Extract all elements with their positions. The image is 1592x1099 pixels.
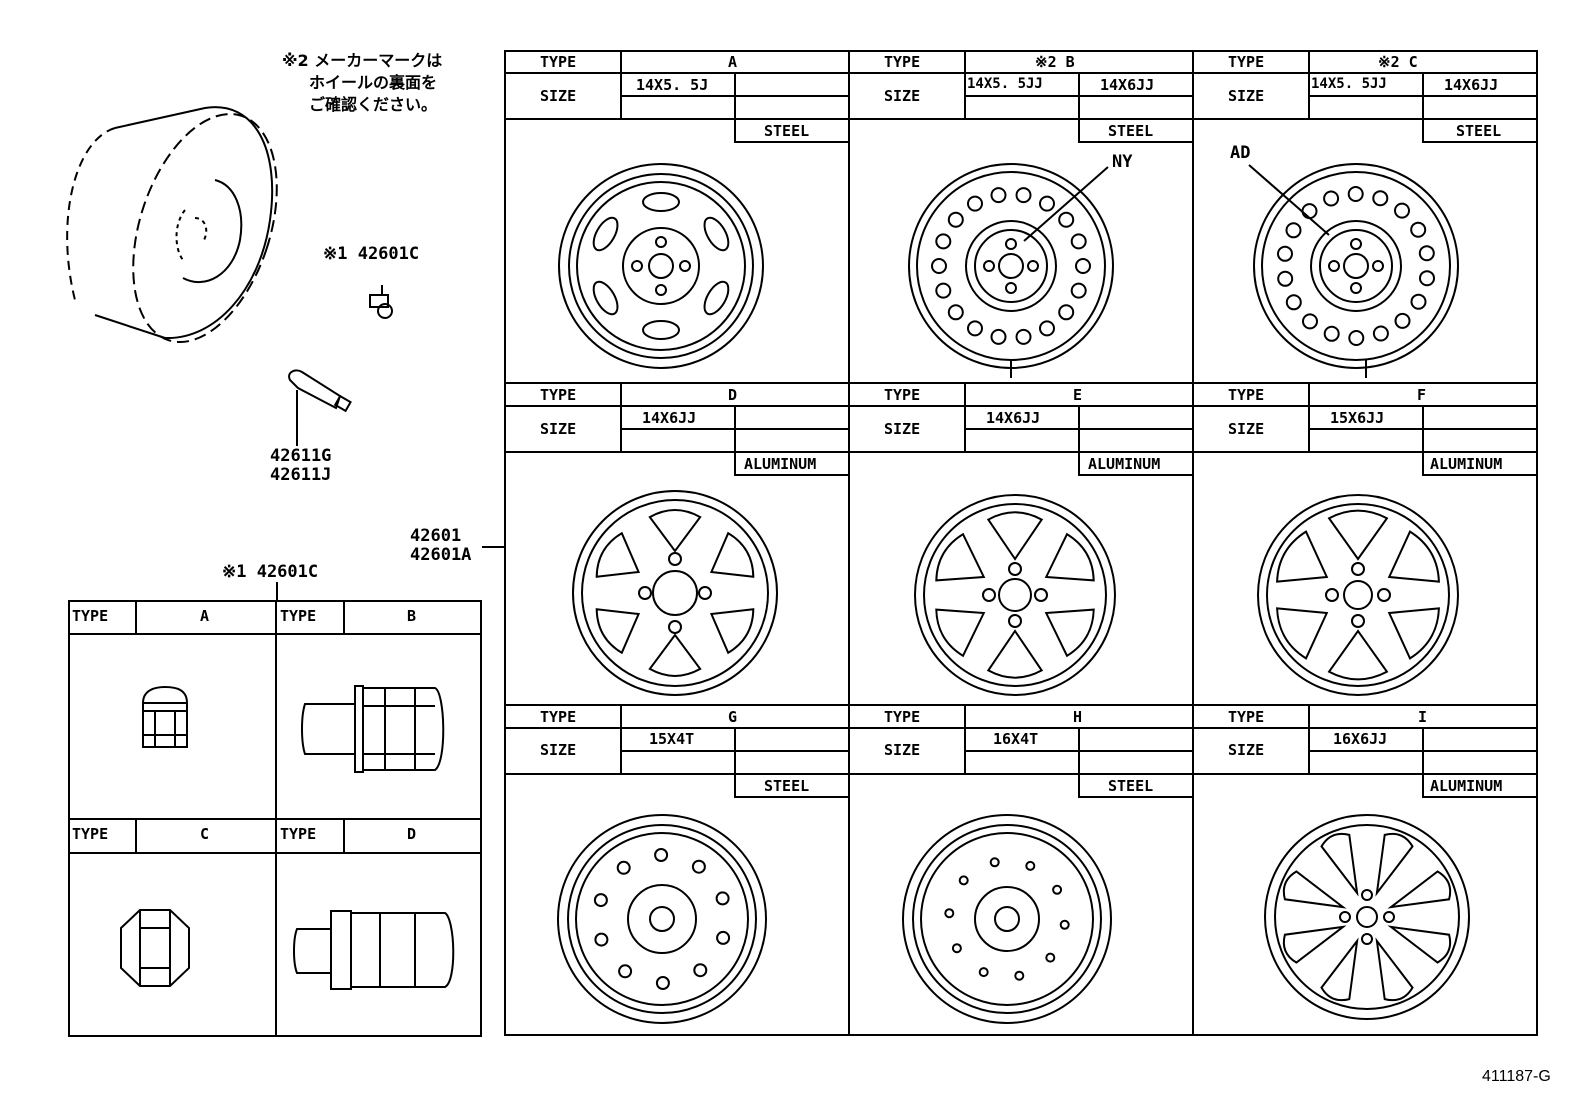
wheel-b-steel-drawing: [908, 163, 1114, 378]
note-line-2: ホイールの裏面を: [309, 73, 438, 92]
wheel-size-g-1: 15X4T: [649, 730, 695, 748]
lug-nut-c-icon: [120, 909, 190, 987]
wheel-type-g: G: [728, 708, 738, 726]
nut-table-leader: [276, 582, 278, 602]
wheel-c-steel-drawing: [1253, 163, 1459, 378]
wheel-g-steel-drawing: [557, 814, 767, 1024]
wheel-material-e: ALUMINUM: [1088, 455, 1161, 473]
lug-nut-b-icon: [301, 685, 445, 773]
wheel-material-i: ALUMINUM: [1430, 777, 1503, 795]
wheel-size-d-1: 14X6JJ: [642, 409, 697, 427]
valve-part-1: 42611G: [270, 446, 332, 466]
wheel-material-b: STEEL: [1108, 122, 1154, 140]
wheel-b-callout: NY: [1112, 152, 1133, 172]
type-label-h: TYPE: [884, 708, 921, 726]
wheel-type-f: F: [1417, 386, 1427, 404]
nut-b-type: B: [407, 607, 417, 625]
nut-part-callout: ※1 42601C: [323, 244, 420, 264]
wheel-material-a: STEEL: [764, 122, 810, 140]
wheel-size-c-1: 14X5. 5JJ: [1311, 76, 1387, 92]
size-label-c: SIZE: [1228, 87, 1265, 105]
wheel-h-steel-drawing: [902, 814, 1112, 1024]
wheel-size-b-1: 14X5. 5JJ: [967, 76, 1043, 92]
wheel-size-b-2: 14X6JJ: [1100, 76, 1155, 94]
wheel-type-d: D: [728, 386, 738, 404]
note-line-3: ご確認ください。: [309, 95, 438, 114]
nut-d-type-label: TYPE: [280, 825, 317, 843]
size-label-g: SIZE: [540, 741, 577, 759]
wheel-size-i-1: 16X6JJ: [1333, 730, 1388, 748]
wheel-size-h-1: 16X4T: [993, 730, 1039, 748]
lug-nut-a-icon: [142, 685, 188, 748]
valve-stem-icon: [288, 369, 352, 446]
wheel-type-a: A: [728, 53, 738, 71]
wheel-d-aluminum-drawing: [572, 490, 778, 696]
wheel-a-steel-drawing: [558, 163, 764, 369]
wheel-type-h: H: [1073, 708, 1083, 726]
wheel-material-g: STEEL: [764, 777, 810, 795]
valve-part-2: 42611J: [270, 465, 332, 485]
size-label-d: SIZE: [540, 420, 577, 438]
type-label-g: TYPE: [540, 708, 577, 726]
wheel-size-e-1: 14X6JJ: [986, 409, 1041, 427]
wheel-type-b: ※2 B: [1035, 53, 1075, 71]
nut-d-type: D: [407, 825, 417, 843]
size-label-h: SIZE: [884, 741, 921, 759]
type-label-d: TYPE: [540, 386, 577, 404]
lug-nut-small-icon: [369, 285, 393, 319]
wheel-material-h: STEEL: [1108, 777, 1154, 795]
wheel-c-callout: AD: [1230, 143, 1251, 163]
nut-c-type: C: [200, 825, 210, 843]
size-label-a: SIZE: [540, 87, 577, 105]
wheel-type-i: I: [1418, 708, 1428, 726]
wheel-b-callout-leader: [1023, 166, 1109, 242]
wheel-f-aluminum-drawing: [1257, 494, 1459, 696]
type-label-i: TYPE: [1228, 708, 1265, 726]
type-label-c: TYPE: [1228, 53, 1265, 71]
note-line-1: ※2 メーカーマークは: [282, 51, 443, 70]
wheel-type-c: ※2 C: [1378, 53, 1418, 71]
wheel-type-e: E: [1073, 386, 1083, 404]
wheel-size-a-1: 14X5. 5J: [636, 76, 709, 94]
wheel-part-2: 42601A: [410, 545, 472, 565]
figure-id: 411187-G: [1482, 1068, 1551, 1085]
size-label-e: SIZE: [884, 420, 921, 438]
wheel-part-1: 42601: [410, 526, 462, 546]
size-label-b: SIZE: [884, 87, 921, 105]
size-label-f: SIZE: [1228, 420, 1265, 438]
wheel-leader-line: [482, 546, 504, 548]
type-label-b: TYPE: [884, 53, 921, 71]
wheel-material-d: ALUMINUM: [744, 455, 817, 473]
type-label-f: TYPE: [1228, 386, 1265, 404]
nut-table-title: ※1 42601C: [222, 562, 319, 582]
wheel-e-aluminum-drawing: [914, 494, 1116, 696]
wheel-size-f-1: 15X6JJ: [1330, 409, 1385, 427]
tire-drawing: [66, 106, 278, 344]
wheel-table: [504, 50, 1538, 1036]
nut-c-type-label: TYPE: [72, 825, 109, 843]
lug-nut-d-icon: [293, 910, 455, 990]
wheel-i-aluminum-drawing: [1264, 814, 1470, 1020]
wheel-size-c-2: 14X6JJ: [1444, 76, 1499, 94]
type-label-a: TYPE: [540, 53, 577, 71]
nut-a-type-label: TYPE: [72, 607, 109, 625]
wheel-material-f: ALUMINUM: [1430, 455, 1503, 473]
nut-a-type: A: [200, 607, 210, 625]
wheel-material-c: STEEL: [1456, 122, 1502, 140]
size-label-i: SIZE: [1228, 741, 1265, 759]
nut-b-type-label: TYPE: [280, 607, 317, 625]
type-label-e: TYPE: [884, 386, 921, 404]
